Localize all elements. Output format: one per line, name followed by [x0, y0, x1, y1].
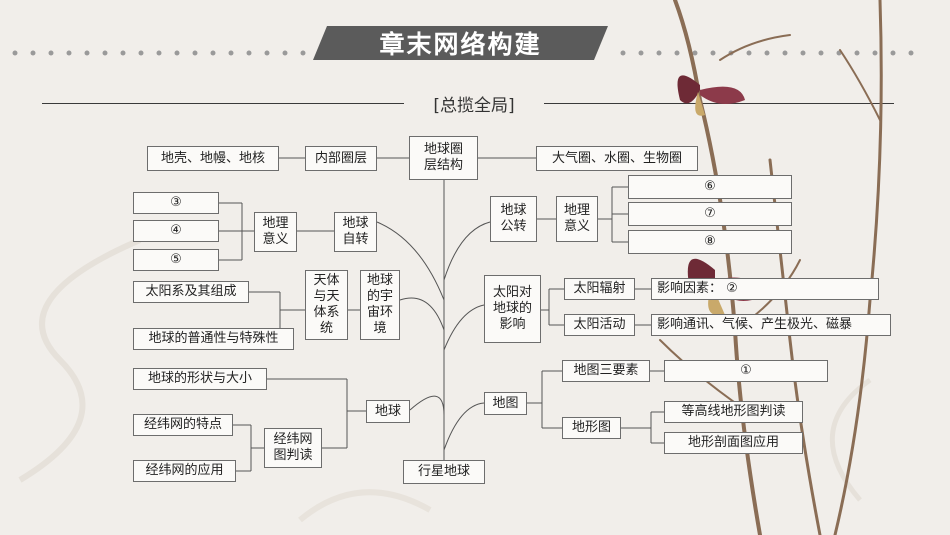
node-graticule-use: 经纬网的应用: [133, 460, 236, 482]
node-solar-activity: 太阳活动: [564, 314, 635, 336]
node-generality: 地球的普通性与特殊性: [133, 328, 294, 350]
blank-6: ⑥: [628, 175, 792, 199]
blank-5: ⑤: [133, 249, 219, 271]
blank-4: ④: [133, 220, 219, 242]
node-solar-system: 太阳系及其组成: [133, 281, 249, 303]
node-inner-layers: 内部圈层: [305, 146, 377, 171]
node-crust-mantle-core: 地壳、地幔、地核: [147, 146, 279, 171]
blank-1: ①: [664, 360, 828, 382]
node-earth: 地球: [366, 400, 410, 423]
blank-3: ③: [133, 192, 219, 214]
node-map: 地图: [484, 392, 527, 415]
node-topo-map: 地形图: [562, 417, 621, 439]
blank-7: ⑦: [628, 202, 792, 226]
node-revolution: 地球 公转: [490, 196, 537, 242]
title-banner: [313, 26, 608, 60]
title-dots-left: [12, 50, 306, 56]
node-rotation-meaning: 地理 意义: [254, 212, 297, 252]
node-earth-layers: 地球圈 层结构: [409, 136, 478, 180]
node-sun-effects: 太阳对 地球的 影响: [484, 275, 541, 343]
node-profile-application: 地形剖面图应用: [664, 432, 803, 454]
node-graticule-reading: 经纬网 图判读: [264, 428, 322, 468]
node-shape-size: 地球的形状与大小: [133, 368, 267, 390]
section-label: [总揽全局]: [404, 92, 544, 116]
node-activity-effect: 影响通讯、气候、产生极光、磁暴: [651, 314, 891, 336]
node-rotation: 地球 自转: [334, 212, 377, 252]
blank-8: ⑧: [628, 230, 792, 254]
node-planet-earth: 行星地球: [403, 460, 485, 484]
node-contour-reading: 等高线地形图判读: [664, 401, 803, 423]
page-title: 章末网络构建: [379, 30, 542, 59]
node-solar-radiation: 太阳辐射: [564, 278, 635, 300]
node-outer-layers: 大气圈、水圈、生物圈: [536, 146, 698, 171]
node-radiation-effect: 影响因素： ②: [651, 278, 879, 300]
node-celestial-systems: 天体 与天 体系 统: [305, 270, 348, 340]
node-graticule-features: 经纬网的特点: [133, 414, 233, 436]
node-earth-in-universe: 地球 的宇 宙环 境: [360, 270, 400, 340]
node-map-elements: 地图三要素: [562, 360, 650, 382]
node-revolution-meaning: 地理 意义: [556, 196, 598, 242]
